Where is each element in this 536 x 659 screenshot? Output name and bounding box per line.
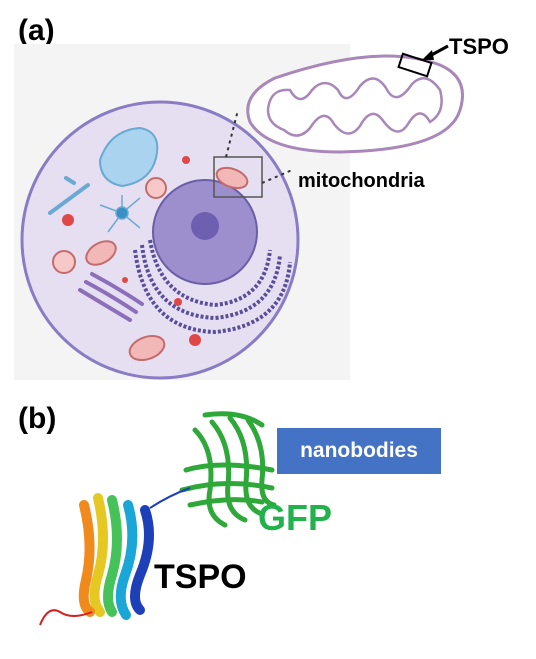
zoom-line-top <box>225 109 239 158</box>
tspo-callout: TSPO <box>449 34 509 59</box>
centrosome <box>99 195 141 233</box>
vacuole <box>98 126 159 188</box>
mitochondria-callout: mitochondria <box>298 170 425 192</box>
golgi-apparatus <box>78 272 144 322</box>
mitochondrion-large <box>246 54 464 154</box>
mitochondrion-cristae <box>266 77 443 137</box>
cytoskeleton-rods <box>48 176 90 215</box>
tspo-helices <box>78 493 154 620</box>
linker <box>149 487 191 509</box>
endoplasmic-reticulum <box>133 239 292 335</box>
panel-b-label: (b) <box>18 402 57 435</box>
tspo-arrowhead <box>422 50 434 60</box>
zoom-line-bottom <box>261 169 293 184</box>
tspo-structure-label: TSPO <box>154 558 247 596</box>
cell-mitochondria <box>85 166 249 362</box>
nucleolus <box>191 212 219 240</box>
gfp-beta-barrel <box>179 411 277 528</box>
zoom-box <box>213 156 263 198</box>
vesicles <box>52 156 201 346</box>
gfp-label: GFP <box>258 497 333 538</box>
panel-a-label: (a) <box>18 14 55 47</box>
cell-illustration <box>14 44 464 380</box>
n-terminal-loop <box>39 609 93 626</box>
tspo-marker-box <box>397 52 433 78</box>
nanobodies-box: nanobodies <box>277 428 441 474</box>
